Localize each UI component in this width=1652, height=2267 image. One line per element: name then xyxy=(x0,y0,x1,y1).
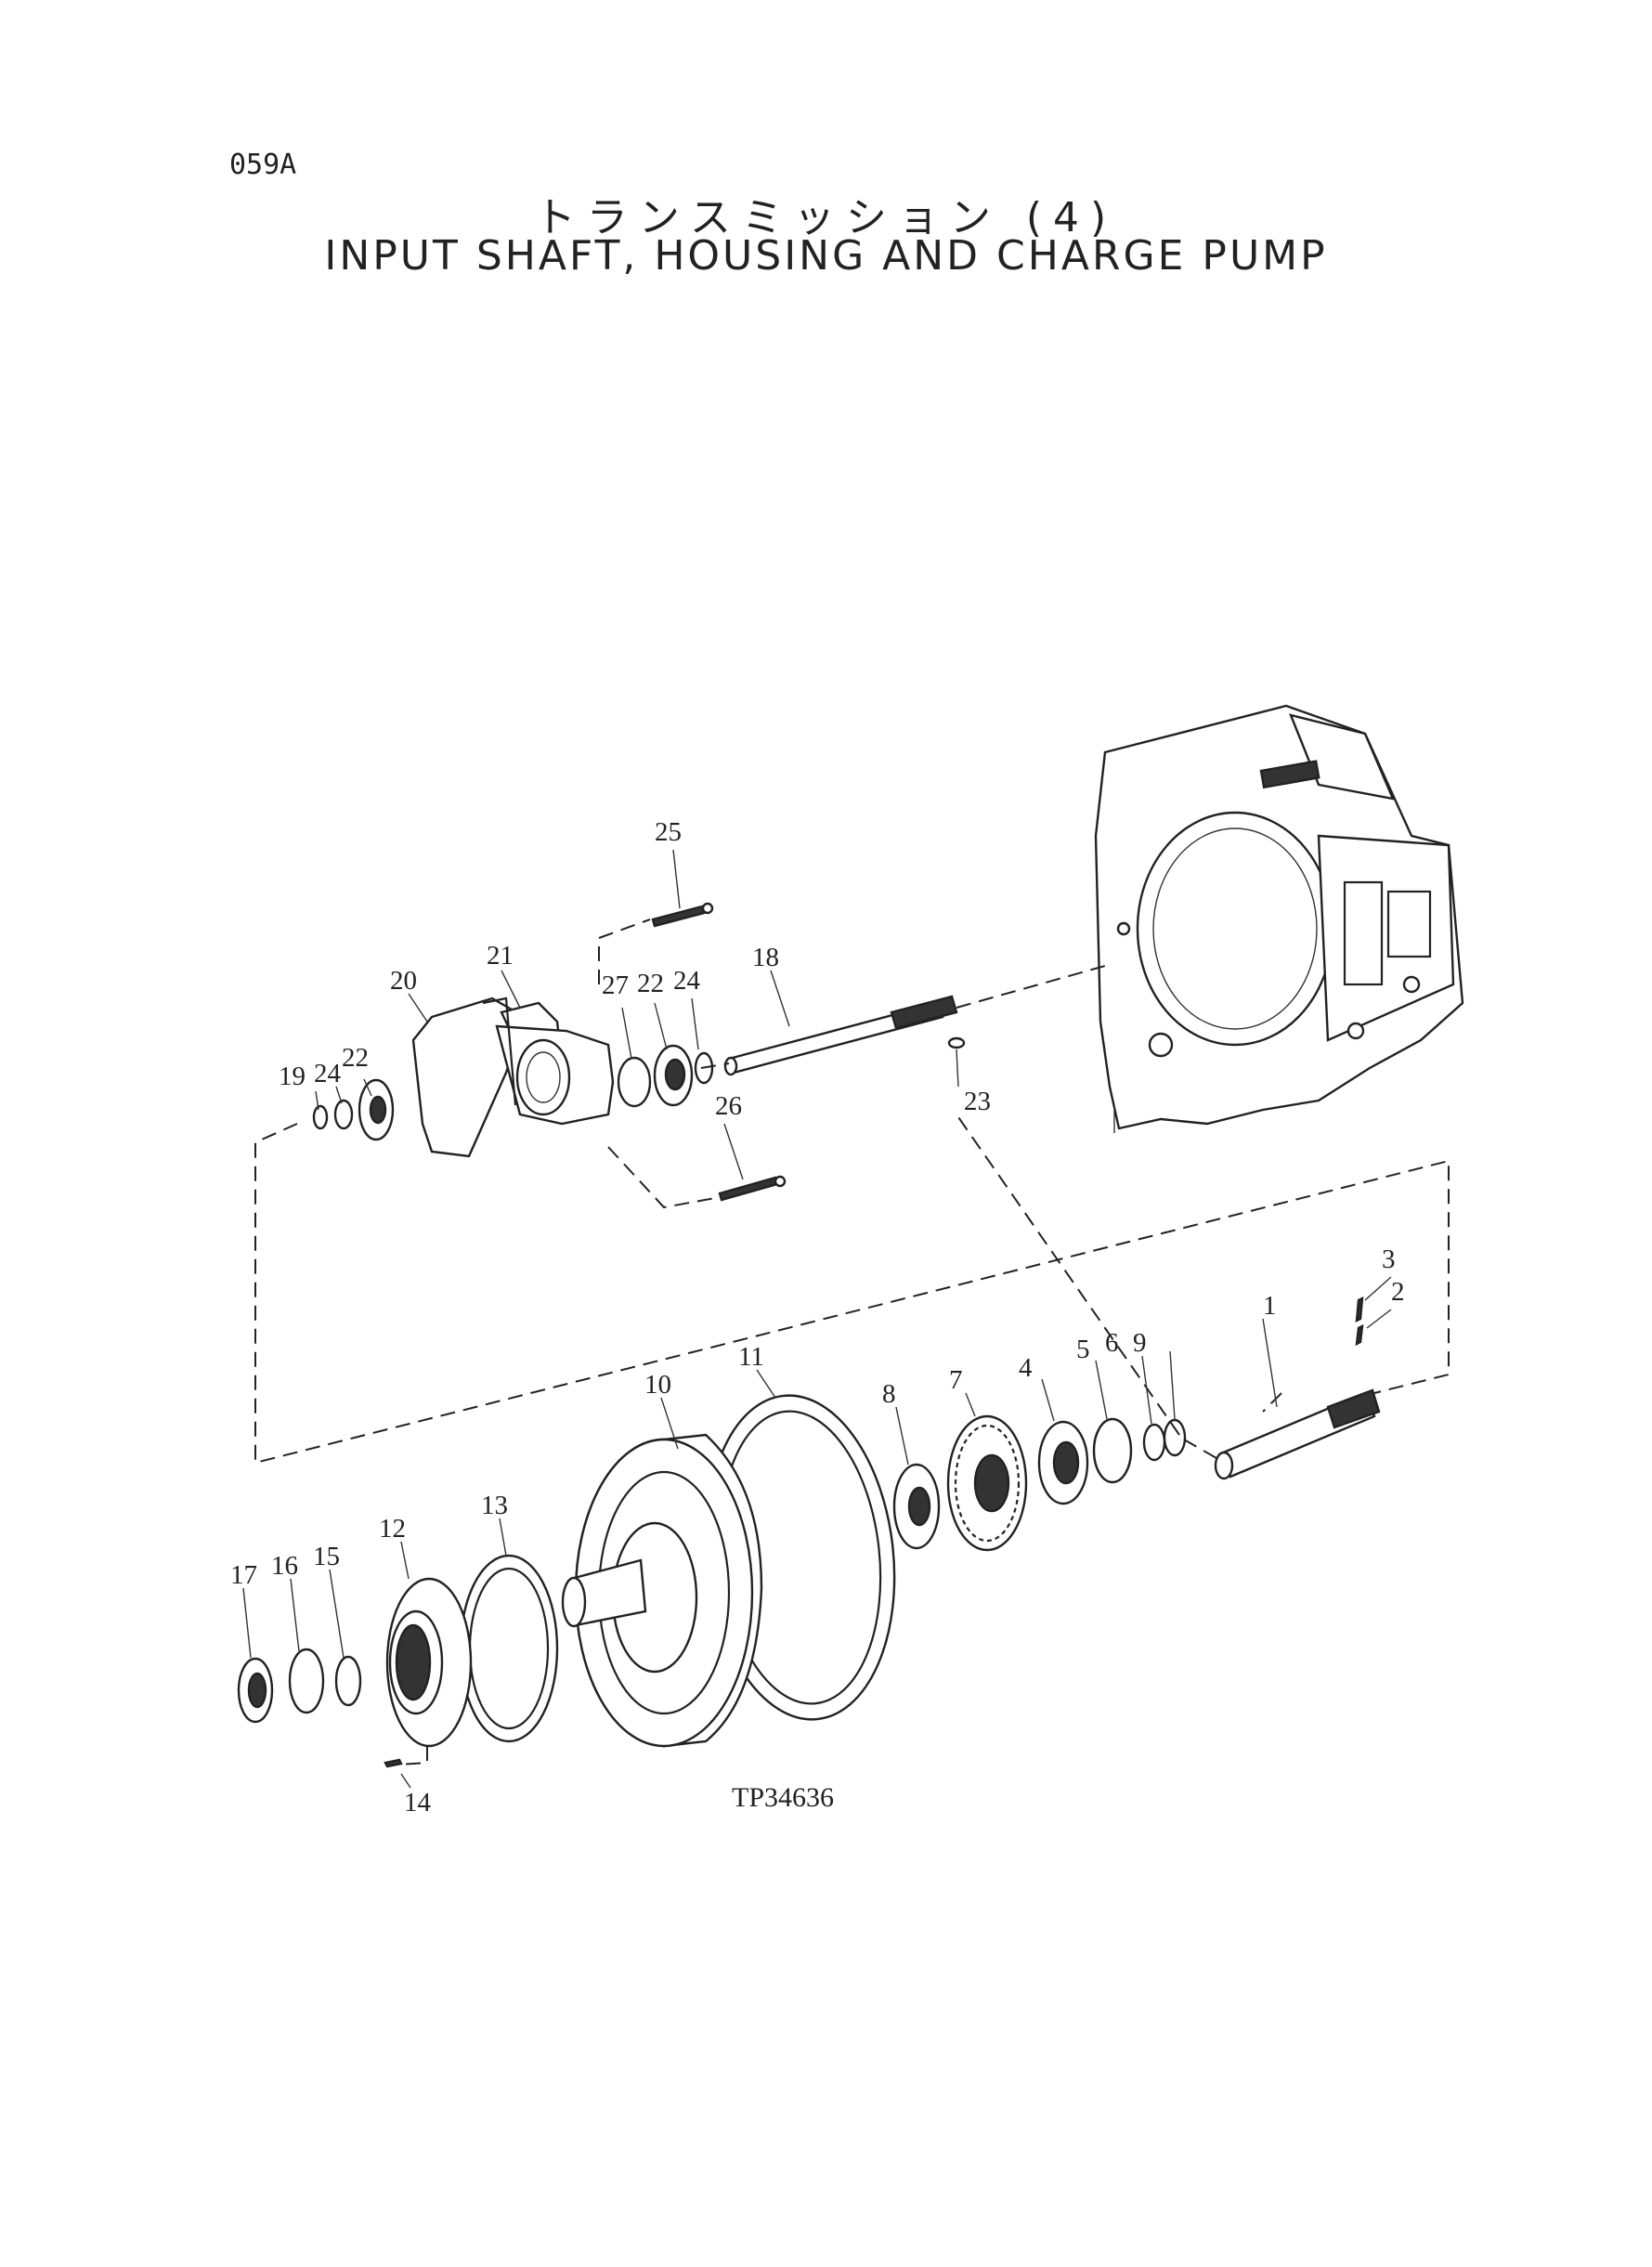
input-shaft-18 xyxy=(723,995,958,1076)
title-japanese: トランスミッション (4) xyxy=(534,194,1118,241)
callout-23: 23 xyxy=(964,1087,991,1116)
callout-24-left: 24 xyxy=(314,1059,342,1088)
callout-22-left: 22 xyxy=(342,1043,369,1073)
pump-housing-10 xyxy=(561,1433,763,1748)
callout-8: 8 xyxy=(882,1379,896,1409)
shaft-1 xyxy=(1214,1388,1381,1480)
callout-9: 9 xyxy=(1133,1328,1147,1358)
callout-6: 6 xyxy=(1105,1328,1119,1358)
callout-12: 12 xyxy=(379,1514,406,1544)
callout-26: 26 xyxy=(715,1091,742,1121)
callout-20: 20 xyxy=(390,966,417,996)
callout-21: 21 xyxy=(487,941,514,971)
callout-3: 3 xyxy=(1382,1244,1396,1274)
charge-pump-housing xyxy=(312,997,714,1158)
callout-19: 19 xyxy=(279,1062,306,1091)
figure-reference: TP34636 xyxy=(732,1782,834,1813)
callout-24-right: 24 xyxy=(673,966,701,996)
callout-25: 25 xyxy=(655,817,682,847)
bolts xyxy=(651,902,1364,1347)
callout-22-right: 22 xyxy=(637,969,664,998)
callout-4: 4 xyxy=(1019,1353,1033,1383)
callout-15: 15 xyxy=(313,1542,340,1571)
callout-14: 14 xyxy=(404,1788,432,1818)
assembly-lines xyxy=(254,919,1450,1765)
callout-7: 7 xyxy=(949,1365,963,1395)
front-cover-parts xyxy=(237,1554,559,1768)
gear-pack xyxy=(892,1414,1187,1552)
callout-11: 11 xyxy=(738,1342,764,1372)
title-english: INPUT SHAFT, HOUSING AND CHARGE PUMP xyxy=(324,232,1328,280)
callout-18: 18 xyxy=(752,943,779,972)
callout-10: 10 xyxy=(644,1370,671,1400)
callout-5: 5 xyxy=(1076,1335,1090,1364)
callout-labels: 1 2 3 4 5 6 7 8 9 10 11 12 13 14 15 16 1… xyxy=(230,817,1405,1818)
callout-16: 16 xyxy=(271,1551,298,1581)
callout-13: 13 xyxy=(481,1491,508,1520)
callout-1: 1 xyxy=(1263,1291,1277,1321)
page-code: 059A xyxy=(229,149,297,181)
leader-lines xyxy=(242,849,1392,1789)
callout-27: 27 xyxy=(602,971,629,1000)
transmission-case xyxy=(1094,704,1464,1133)
callout-2: 2 xyxy=(1391,1277,1405,1307)
callout-17: 17 xyxy=(230,1560,257,1590)
